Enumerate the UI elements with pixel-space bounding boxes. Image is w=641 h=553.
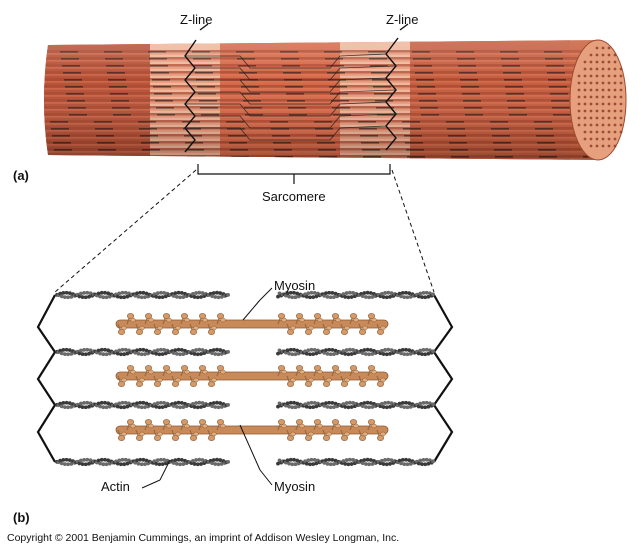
actin-filaments — [55, 290, 435, 467]
muscle-fiber — [44, 23, 627, 161]
myosin-filament-0 — [115, 313, 389, 335]
actin-filament-left-2 — [55, 400, 231, 410]
myosin-top-leader — [259, 287, 273, 301]
actin-filament-left-1 — [55, 347, 231, 357]
myosin-filament-2 — [115, 419, 389, 441]
z-line-right — [385, 23, 409, 151]
z-line-left-label: Z-line — [180, 12, 213, 27]
myosin-filaments — [115, 313, 389, 441]
panel-a-label: (a) — [13, 168, 29, 183]
actin-label: Actin — [101, 479, 130, 494]
myosin-bottom-label: Myosin — [274, 479, 316, 494]
z-line-right-label: Z-line — [386, 12, 419, 27]
z-line-left — [184, 23, 209, 153]
zoom-line-left — [54, 169, 197, 293]
z-disc-right — [432, 294, 454, 463]
fiber-cross-section — [569, 39, 627, 161]
copyright-text: Copyright © 2001 Benjamin Cummings, an i… — [7, 532, 400, 544]
actin-filament-right-0 — [276, 290, 435, 300]
myosin-top-label: Myosin — [274, 278, 316, 293]
actin-filament-right-3 — [276, 457, 435, 467]
panel-b-label: (b) — [13, 510, 30, 525]
myosin-bottom-leader — [259, 469, 273, 486]
actin-leader — [141, 479, 161, 489]
myosin-filament-1 — [115, 365, 389, 387]
zoom-line-right — [391, 169, 435, 293]
honeycomb — [185, 53, 397, 141]
actin-filament-right-1 — [276, 347, 435, 357]
actin-filament-left-3 — [55, 457, 231, 467]
sarcomere-label: Sarcomere — [262, 189, 326, 204]
sarcomere-bracket — [197, 164, 391, 175]
cross-section-dots — [577, 46, 623, 148]
z-disc-left — [36, 294, 57, 463]
actin-filament-left-0 — [55, 290, 231, 300]
actin-filament-right-2 — [276, 400, 435, 410]
